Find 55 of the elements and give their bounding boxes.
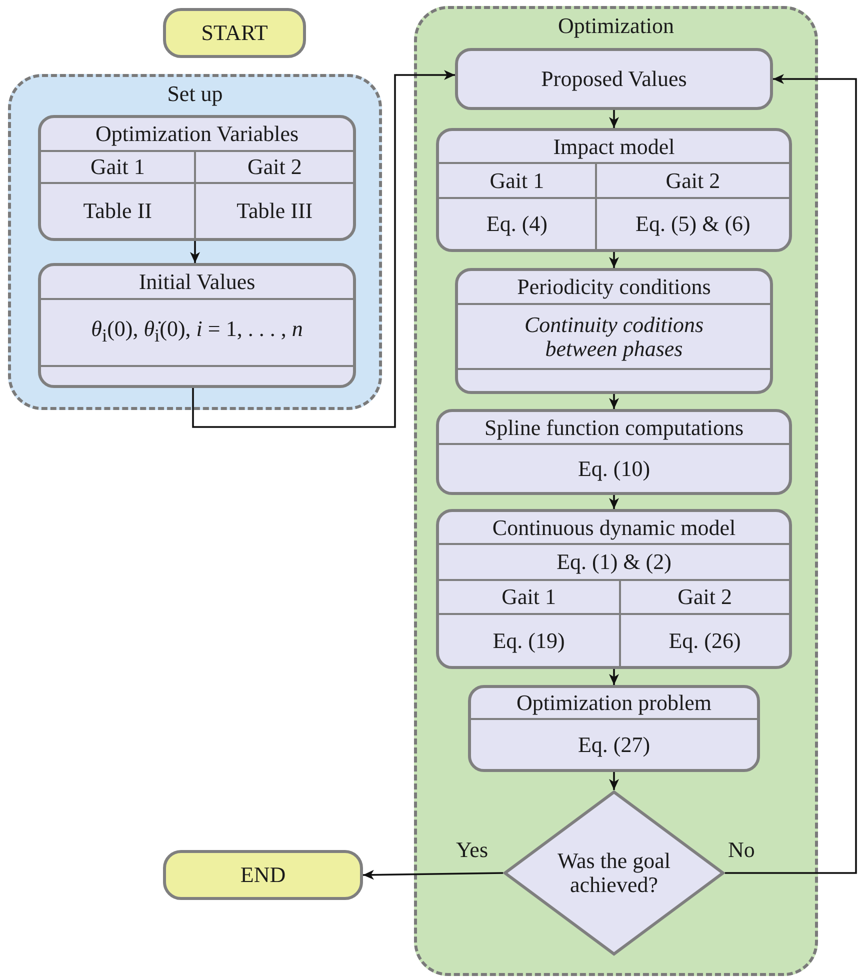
process-box <box>436 509 792 669</box>
cell-value: Eq. (4) <box>486 212 548 236</box>
edge-label: No <box>728 838 755 862</box>
box-heading: Optimization problem <box>516 691 712 715</box>
cell-value: θ$_{i}$(0), θ̇$_{i}$(0), i = 1, . . . , n <box>91 317 303 348</box>
connector-arrow <box>609 669 619 685</box>
connector-arrow <box>190 241 200 263</box>
edge-label: Yes <box>456 838 488 862</box>
box-heading: Spline function computations <box>484 416 744 440</box>
box-heading: Periodicity conditions <box>517 275 711 299</box>
cell-value: Eq. (1) & (2) <box>556 550 672 574</box>
terminal-box <box>163 850 363 900</box>
box-heading: Optimization Variables <box>95 122 299 146</box>
cell-value: Continuity coditions between phases <box>523 312 705 360</box>
column-header: Gait 2 <box>678 585 732 609</box>
connector-arrow <box>192 70 455 428</box>
group-title: Set up <box>166 81 224 107</box>
column-header: Gait 1 <box>490 168 544 192</box>
connector-arrow <box>609 495 619 509</box>
process-box <box>455 268 773 394</box>
cell-value: Eq. (19) <box>492 628 565 652</box>
decision-diamond <box>503 790 725 956</box>
process-box <box>436 409 792 495</box>
box-heading: Proposed Values <box>541 67 687 91</box>
group-panel <box>8 74 382 410</box>
terminal-box <box>163 8 306 58</box>
cell-value: Eq. (5) & (6) <box>636 212 750 236</box>
column-header: Gait 1 <box>90 155 145 179</box>
connector-arrow <box>609 252 619 268</box>
process-box <box>38 263 356 388</box>
decision-text: Was the goal achieved? <box>556 849 672 897</box>
connector-arrow <box>609 394 619 409</box>
connector-arrow <box>725 74 857 874</box>
cell-value: Eq. (27) <box>578 732 650 756</box>
cell-value: Eq. (26) <box>668 628 741 652</box>
process-box <box>436 128 792 252</box>
group-panel <box>414 6 818 976</box>
process-box <box>455 48 773 110</box>
box-heading: Impact model <box>553 134 675 158</box>
group-title: Optimization <box>556 13 676 39</box>
terminal-label: START <box>201 20 268 46</box>
cell-value: Table III <box>236 199 313 223</box>
column-header: Gait 2 <box>666 168 720 192</box>
connector-arrow <box>362 870 504 880</box>
cell-value: Table II <box>83 199 152 223</box>
column-header: Gait 2 <box>247 155 302 179</box>
cell-value: Eq. (10) <box>578 456 650 480</box>
terminal-label: END <box>240 862 286 888</box>
process-box <box>38 115 356 241</box>
box-heading: Initial Values <box>138 270 256 294</box>
box-heading: Continuous dynamic model <box>492 516 736 540</box>
connector-arrow <box>609 110 619 128</box>
process-box <box>468 685 760 772</box>
column-header: Gait 1 <box>502 585 556 609</box>
connector-arrow <box>609 772 619 790</box>
